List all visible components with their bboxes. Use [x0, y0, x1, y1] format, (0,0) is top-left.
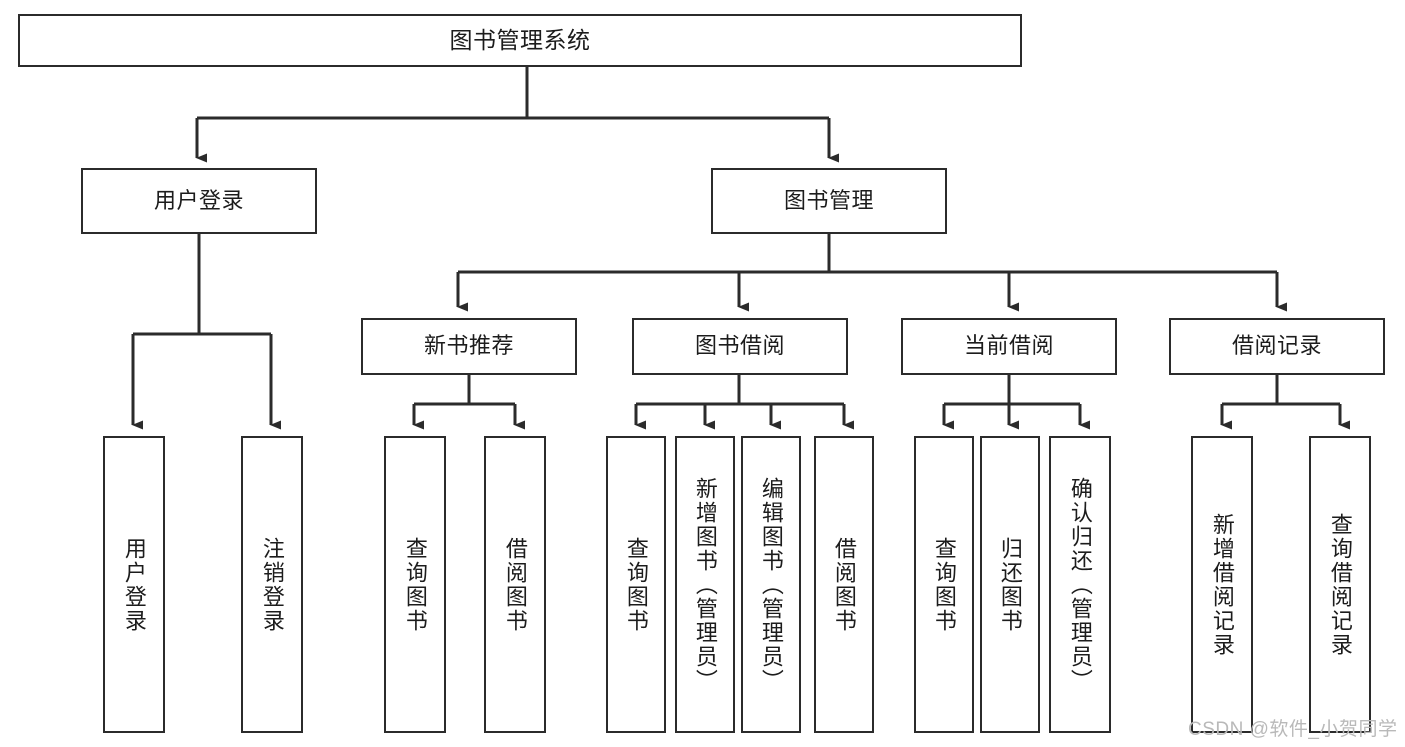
- node-label: 查询图书: [931, 536, 957, 633]
- node-label: 图书管理: [783, 187, 874, 213]
- leaf-record-add-record[interactable]: 新增借阅记录: [1191, 436, 1253, 733]
- node-label: 借阅图书: [831, 536, 857, 633]
- leaf-borrow-add-book-admin[interactable]: 新增图书（管理员）: [675, 436, 735, 733]
- node-book-borrow[interactable]: 图书借阅: [632, 318, 848, 375]
- node-label: 归还图书: [997, 536, 1023, 633]
- leaf-user-login-logout[interactable]: 注销登录: [241, 436, 303, 733]
- node-label: 图书管理系统: [449, 26, 591, 53]
- leaf-record-query-record[interactable]: 查询借阅记录: [1309, 436, 1371, 733]
- node-label: 确认归还（管理员）: [1067, 476, 1093, 693]
- node-label: 借阅记录: [1231, 333, 1322, 359]
- leaf-borrow-borrow-book[interactable]: 借阅图书: [814, 436, 874, 733]
- node-label: 新增借阅记录: [1209, 512, 1235, 657]
- node-book-management[interactable]: 图书管理: [711, 168, 947, 234]
- node-label: 当前借阅: [963, 333, 1054, 359]
- node-label: 新增图书（管理员）: [692, 476, 718, 693]
- node-label: 用户登录: [153, 187, 244, 213]
- node-label: 借阅图书: [502, 536, 528, 633]
- node-current-borrow[interactable]: 当前借阅: [901, 318, 1117, 375]
- leaf-current-return-book[interactable]: 归还图书: [980, 436, 1040, 733]
- leaf-borrow-edit-book-admin[interactable]: 编辑图书（管理员）: [741, 436, 801, 733]
- leaf-borrow-query-book[interactable]: 查询图书: [606, 436, 666, 733]
- node-label: 查询图书: [623, 536, 649, 633]
- node-label: 注销登录: [259, 536, 285, 633]
- node-label: 图书借阅: [694, 333, 785, 359]
- csdn-watermark: CSDN @软件_小贺同学: [1188, 719, 1398, 740]
- leaf-current-confirm-return-admin[interactable]: 确认归还（管理员）: [1049, 436, 1111, 733]
- node-user-login[interactable]: 用户登录: [81, 168, 317, 234]
- node-label: 查询借阅记录: [1327, 512, 1353, 657]
- leaf-current-query-book[interactable]: 查询图书: [914, 436, 974, 733]
- node-borrow-record[interactable]: 借阅记录: [1169, 318, 1385, 375]
- leaf-new-book-query[interactable]: 查询图书: [384, 436, 446, 733]
- node-root-system[interactable]: 图书管理系统: [18, 14, 1022, 67]
- node-label: 编辑图书（管理员）: [758, 476, 784, 693]
- node-label: 查询图书: [402, 536, 428, 633]
- node-label: 新书推荐: [423, 333, 514, 359]
- leaf-new-book-borrow[interactable]: 借阅图书: [484, 436, 546, 733]
- leaf-user-login-login[interactable]: 用户登录: [103, 436, 165, 733]
- node-new-book-recommend[interactable]: 新书推荐: [361, 318, 577, 375]
- node-label: 用户登录: [121, 536, 147, 633]
